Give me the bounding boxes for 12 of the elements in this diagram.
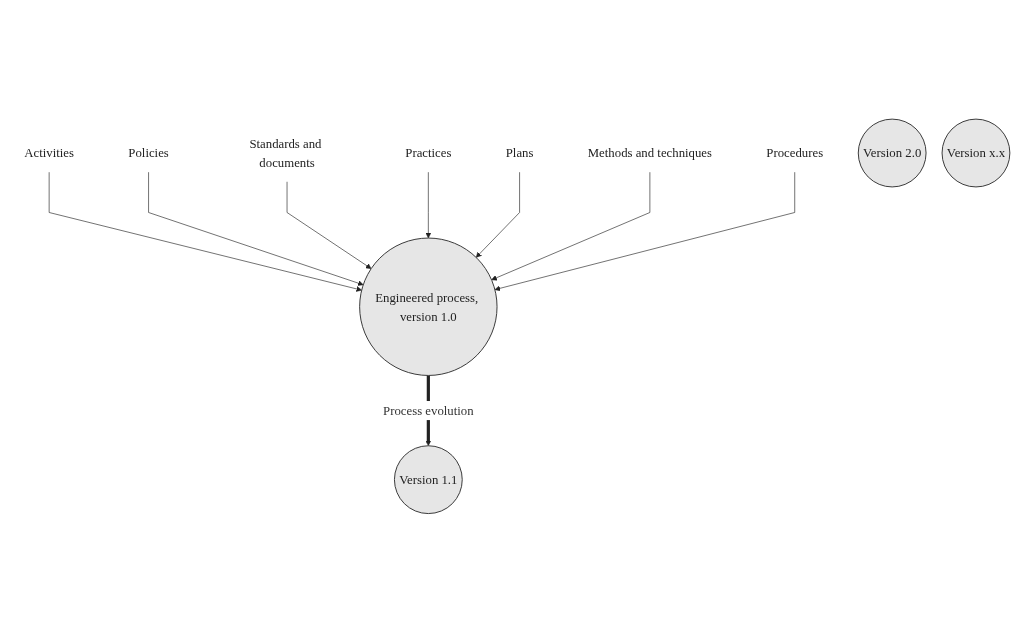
node-text: Standards and documents xyxy=(249,136,322,170)
node-text: Activities xyxy=(24,146,74,161)
node-circle: Version 1.1 xyxy=(393,445,463,515)
edge-label: Process evolution xyxy=(383,403,474,418)
node-text: Methods and techniques xyxy=(587,146,712,161)
node-circle: Version x.x xyxy=(941,118,1011,188)
node-text: Policies xyxy=(128,146,169,161)
node-text: Practices xyxy=(405,146,452,161)
node-text: Plans xyxy=(505,146,534,161)
node-text: Procedures xyxy=(766,146,824,161)
node-circle: Engineered process, version 1.0 xyxy=(359,237,498,377)
node-circle: Version 2.0 xyxy=(857,118,927,188)
